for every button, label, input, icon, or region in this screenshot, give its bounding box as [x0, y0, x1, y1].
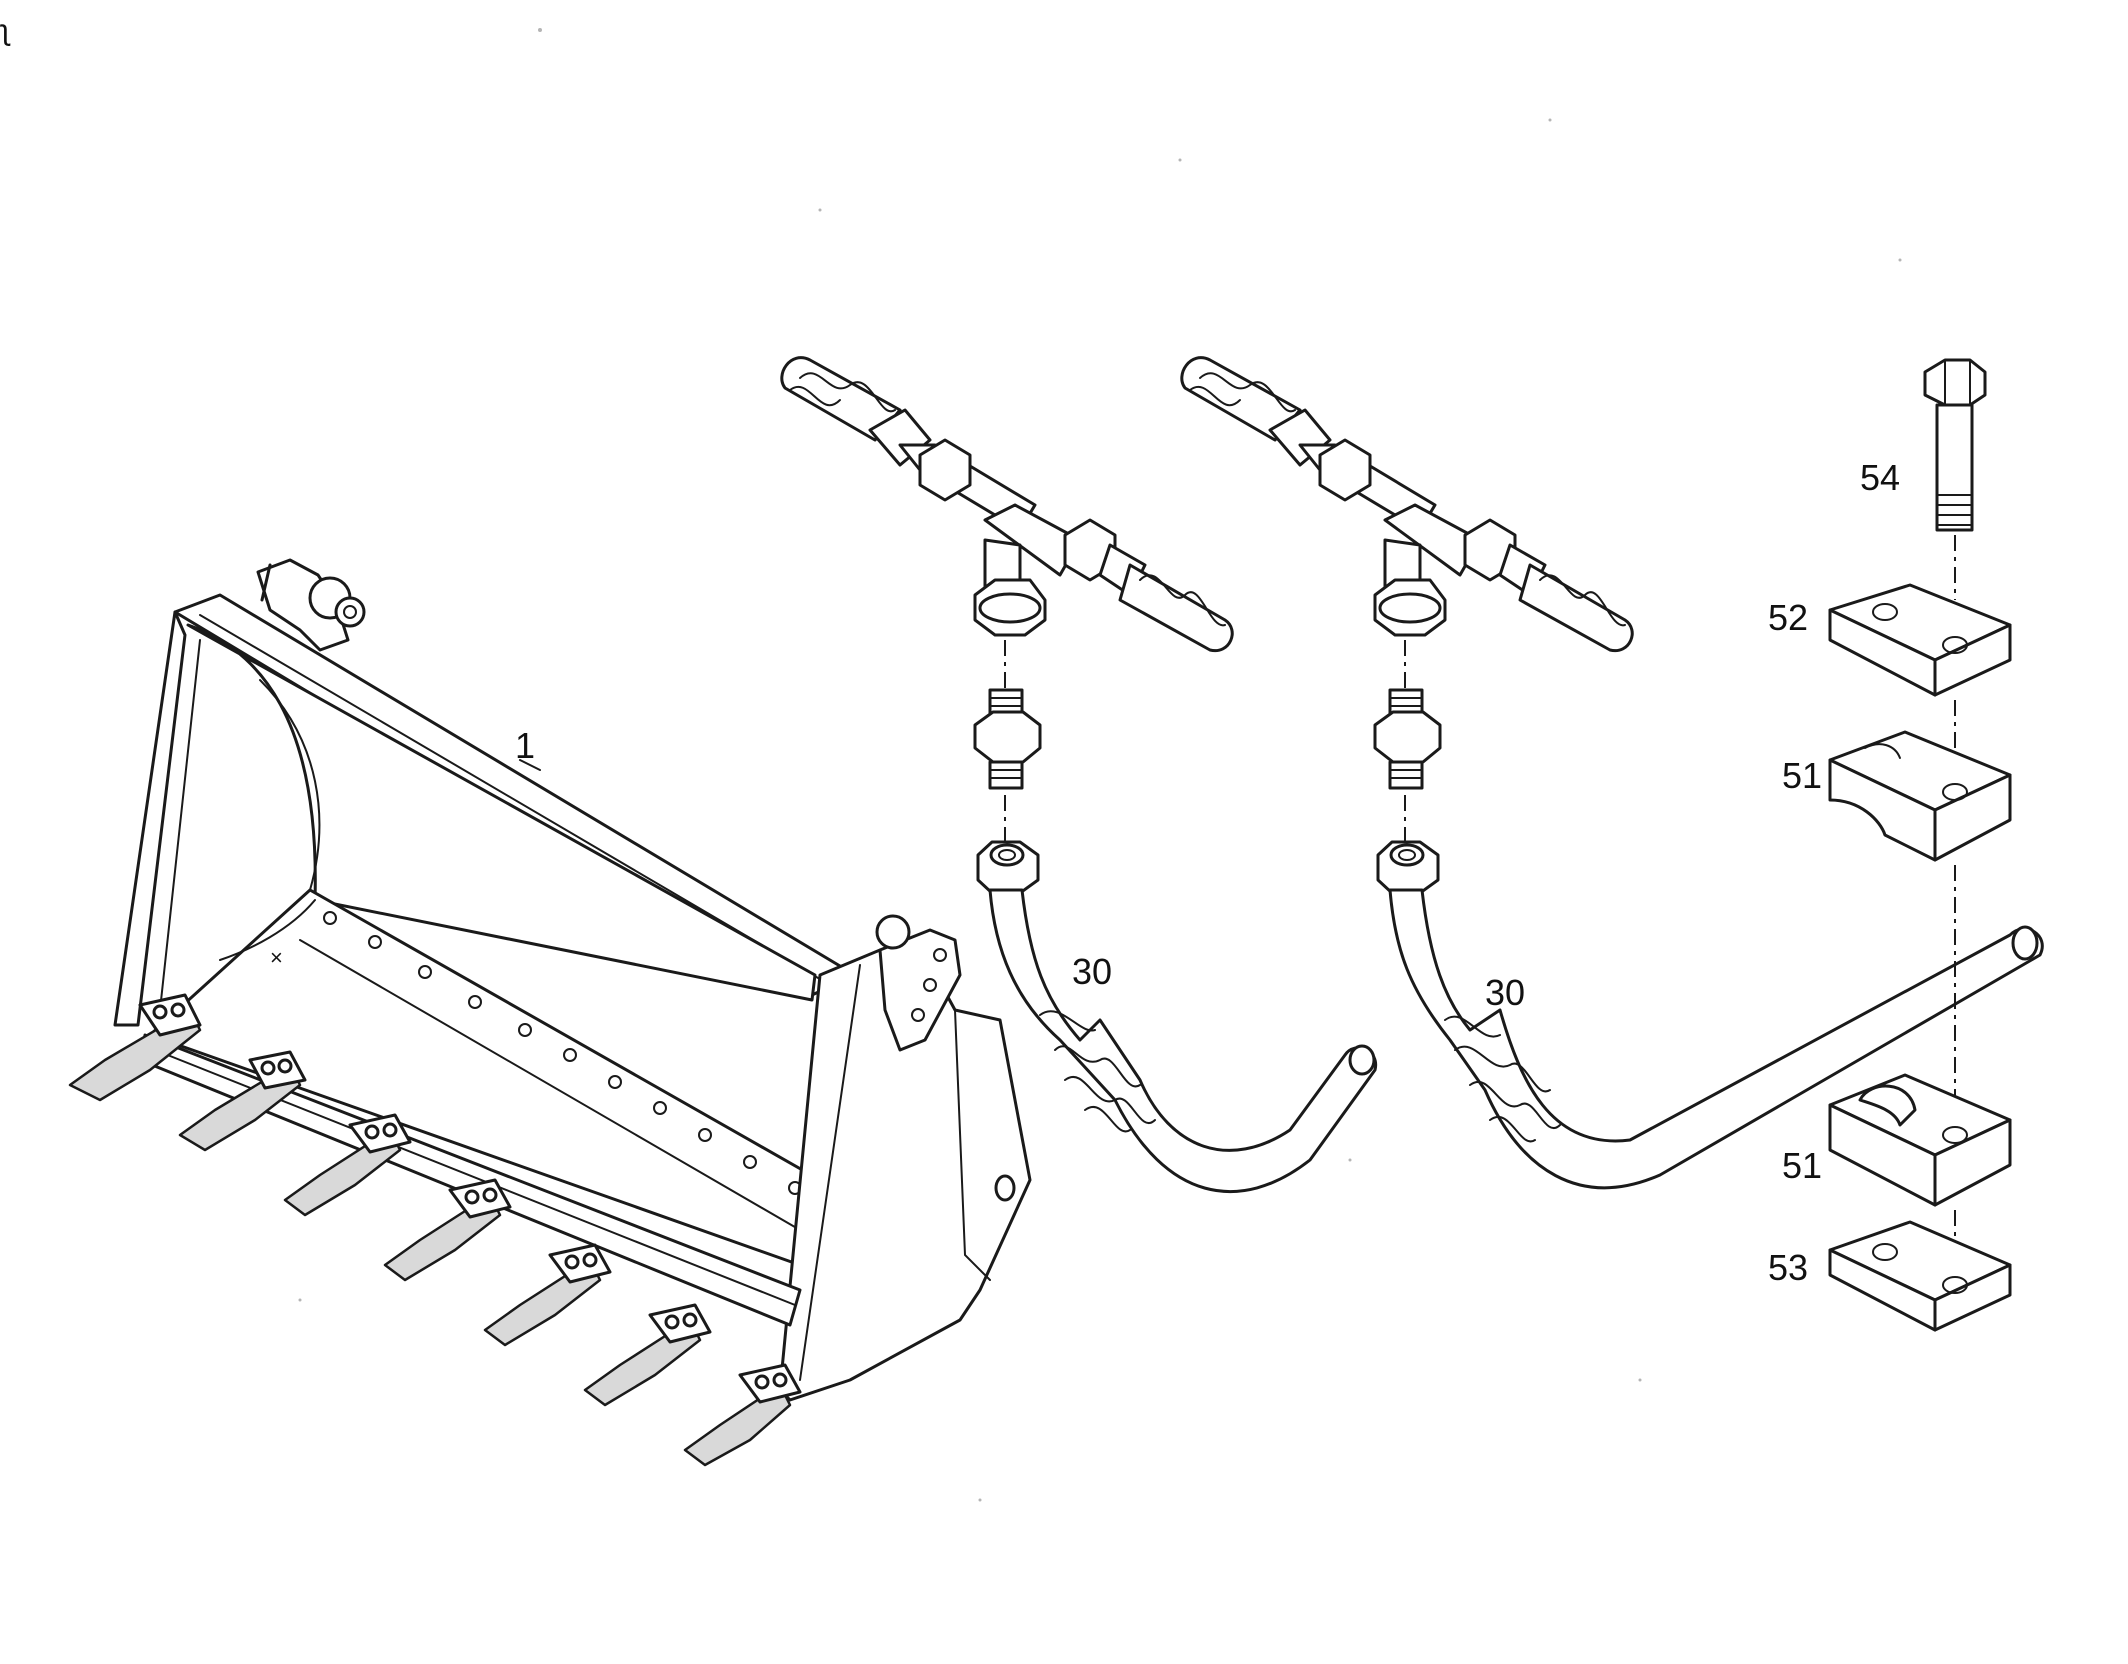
wear-strip-holes	[323, 911, 802, 1195]
bucket-drawing: ×	[68, 558, 1032, 1467]
callout-bolt: 54	[1860, 457, 1900, 498]
svg-text:×: ×	[270, 945, 283, 970]
callout-hose-left: 30	[1072, 951, 1112, 992]
callout-bucket: 1	[515, 725, 535, 766]
callout-clamp-upper: 51	[1782, 755, 1822, 796]
callout-clamp-lower: 51	[1782, 1145, 1822, 1186]
callout-hose-right: 30	[1485, 972, 1525, 1013]
callout-labels: 1 30 30 51 51 52 53 54	[515, 457, 1900, 1288]
hose-assembly-right	[1180, 356, 2044, 1190]
bucket-teeth	[68, 993, 802, 1467]
scan-noise	[298, 28, 1902, 1502]
callout-top-plate: 52	[1768, 597, 1808, 638]
callout-bottom-plate: 53	[1768, 1247, 1808, 1288]
hose-assembly-left	[780, 356, 1378, 1193]
corner-mark: ʅ	[0, 14, 11, 47]
clamp-stack	[1828, 358, 2012, 1332]
